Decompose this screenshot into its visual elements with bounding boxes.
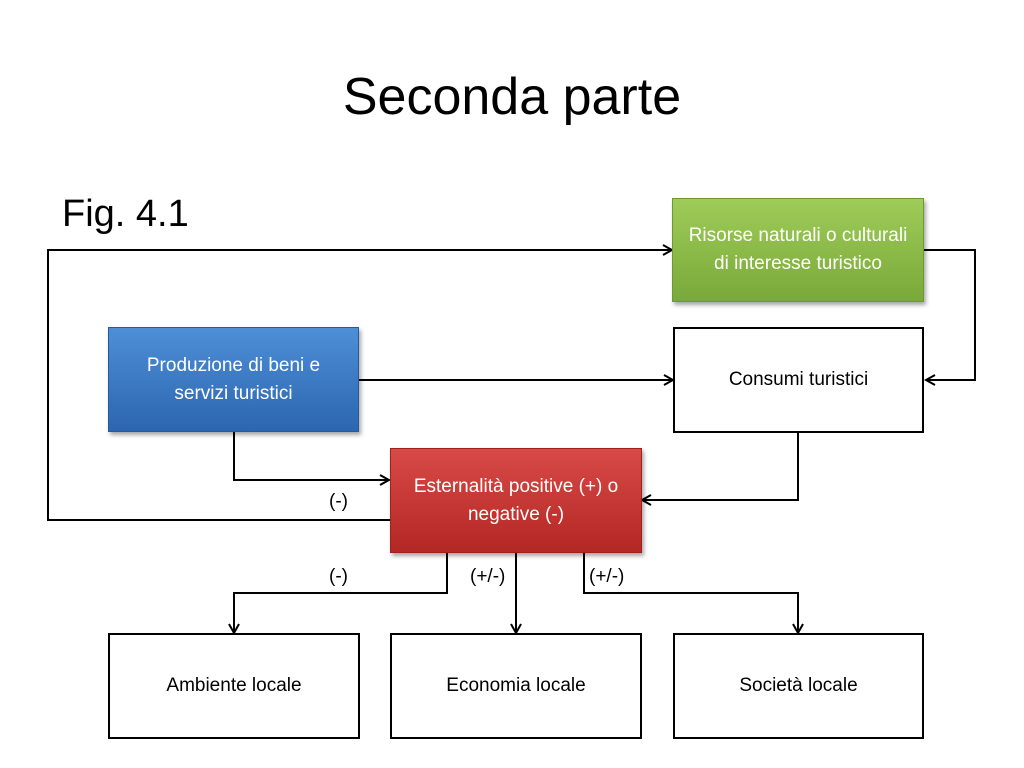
arrow-esternalita-to-risorse <box>47 250 672 521</box>
node-produzione-label: Produzione di beni e servizi turistici <box>146 354 321 404</box>
sign-to-economia: (+/-) <box>470 566 506 587</box>
arrow-esternalita-to-ambiente <box>234 553 448 633</box>
node-risorse: Risorse naturali o culturali di interess… <box>672 198 924 302</box>
node-produzione: Produzione di beni e servizi turistici <box>108 327 359 432</box>
arrow-risorse-to-consumi <box>924 249 976 380</box>
arrow-produzione-to-esternalita <box>233 432 389 480</box>
node-ambiente: Ambiente locale <box>108 633 360 739</box>
arrow-consumi-to-esternalita <box>642 432 799 500</box>
sign-to-ambiente: (-) <box>329 566 348 587</box>
node-economia-label: Economia locale <box>446 675 586 696</box>
sign-to-societa: (+/-) <box>589 566 625 587</box>
node-risorse-label: Risorse naturali o culturali di interess… <box>688 225 908 274</box>
node-esternalita: Esternalità positive (+) o negative (-) <box>390 448 642 553</box>
node-esternalita-label: Esternalità positive (+) o negative (-) <box>413 475 619 525</box>
node-consumi: Consumi turistici <box>673 327 924 433</box>
node-societa: Società locale <box>673 633 924 739</box>
arrow-esternalita-to-societa <box>583 553 798 633</box>
slide-title: Seconda parte <box>342 68 682 126</box>
figure-label: Fig. 4.1 <box>62 193 189 235</box>
sign-to-risorse: (-) <box>329 491 348 512</box>
node-ambiente-label: Ambiente locale <box>166 675 302 696</box>
node-societa-label: Società locale <box>739 675 858 696</box>
node-economia: Economia locale <box>390 633 642 739</box>
node-consumi-label: Consumi turistici <box>728 369 869 390</box>
